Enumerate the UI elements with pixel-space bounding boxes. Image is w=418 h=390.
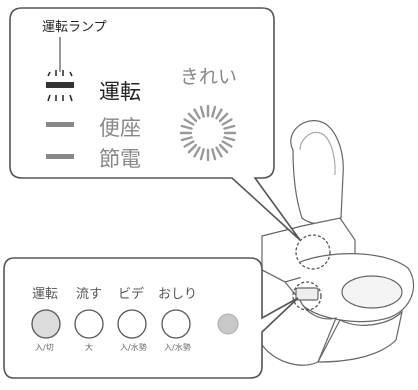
button-rear-label: おしり — [158, 287, 198, 302]
clean-ring-dash — [180, 124, 193, 130]
clean-ring-dash — [199, 148, 205, 161]
clean-ring-dash — [223, 124, 236, 130]
clean-ring-dash — [211, 148, 217, 161]
button-run[interactable] — [31, 309, 61, 339]
clean-ring-dash — [218, 112, 229, 123]
indicator-seat-label: 便座 — [99, 116, 141, 140]
clean-ring-dash — [193, 146, 201, 158]
save-lamp-icon — [46, 154, 74, 159]
button-run-sublabel: 入/切 — [35, 343, 54, 352]
clean-ring-dash — [180, 136, 193, 142]
button-bidet[interactable] — [117, 309, 147, 339]
toilet-illustration — [261, 120, 415, 366]
button-bidet-label: ビデ — [118, 287, 145, 302]
indicator-save-label: 節電 — [99, 147, 141, 171]
indicator-run-label: 運転 — [99, 80, 141, 104]
button-run-label: 運転 — [32, 287, 59, 302]
clean-ring-dash — [215, 146, 223, 158]
clean-ring-dash — [221, 140, 233, 148]
clean-ring-dash — [187, 143, 198, 154]
clean-ring-dash — [223, 136, 236, 142]
sensor-dot — [217, 313, 239, 335]
lamp-label: 運転ランプ — [42, 20, 107, 35]
clean-ring-dash — [199, 105, 205, 118]
clean-ring-dash — [187, 112, 198, 123]
button-flush-label: 流す — [76, 287, 103, 302]
button-flush[interactable] — [74, 309, 104, 339]
indicator-callout-bubble — [9, 7, 301, 241]
clean-ring-dash — [218, 143, 229, 154]
control-panel-callout — [3, 257, 299, 379]
callout-focus-upper — [295, 234, 331, 270]
clean-ring-dash — [221, 118, 233, 126]
button-rear[interactable] — [161, 309, 191, 339]
clean-ring-dash — [183, 140, 195, 148]
clean-ring-dash — [193, 108, 201, 120]
clean-ring-dash — [211, 105, 217, 118]
clean-ring-dash — [215, 108, 223, 120]
seat-lamp-icon — [46, 122, 74, 127]
clean-label: きれい — [180, 66, 238, 88]
button-rear-sublabel: 入/水勢 — [164, 343, 191, 352]
clean-ring-icon — [179, 104, 237, 162]
button-flush-sublabel: 大 — [85, 343, 93, 352]
clean-ring-dash — [183, 118, 195, 126]
button-bidet-sublabel: 入/水勢 — [120, 343, 147, 352]
run-lamp-icon — [46, 70, 74, 102]
callout-focus-lower — [292, 281, 322, 311]
